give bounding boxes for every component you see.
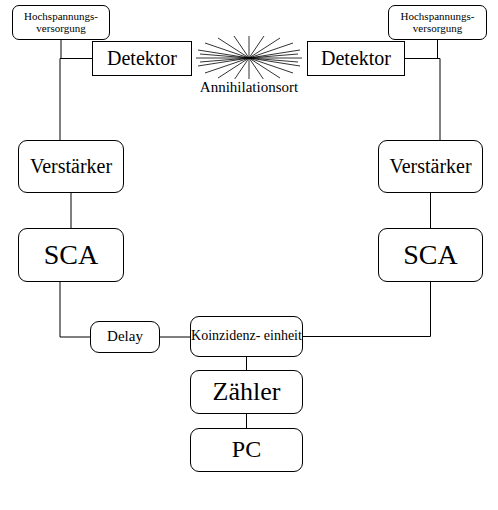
signal-wire (246, 414, 247, 428)
signal-wire (60, 59, 92, 141)
signal-wire (405, 40, 438, 59)
signal-wire (246, 357, 247, 370)
node-text: SCA (403, 240, 457, 269)
node-text: PC (232, 437, 261, 462)
delay-box: Delay (90, 321, 160, 353)
signal-wire (160, 337, 190, 338)
node-text: Detektor (107, 48, 177, 69)
signal-wire (60, 282, 90, 337)
pc-box: PC (190, 428, 303, 472)
coincidence-box: Koinzidenz- einheit (190, 316, 303, 357)
power-supply-box: Hochspannungs- versorgung (12, 5, 110, 40)
detector-box: Detektor (92, 41, 192, 76)
signal-wire (71, 193, 72, 228)
sca-box: SCA (378, 228, 483, 282)
sca-box: SCA (18, 228, 124, 282)
node-text: Hochspannungs- versorgung (13, 11, 109, 34)
signal-wire (61, 40, 92, 59)
node-text: Koinzidenz- einheit (191, 329, 302, 344)
node-text: Delay (107, 329, 143, 345)
location-label: Annihilationsort (198, 79, 300, 96)
detector-box: Detektor (307, 41, 405, 76)
node-text: Detektor (321, 48, 391, 69)
power-supply-box: Hochspannungs- versorgung (388, 5, 487, 40)
node-text: Zähler (213, 378, 281, 405)
signal-wire (405, 59, 440, 141)
node-text: Hochspannungs- versorgung (389, 11, 486, 34)
amplifier-box: Verstärker (378, 140, 483, 193)
counter-box: Zähler (190, 370, 303, 414)
signal-wire (303, 282, 431, 337)
node-text: Verstärker (389, 156, 471, 177)
annihilation-burst (196, 36, 302, 80)
node-text: SCA (44, 240, 98, 269)
amplifier-box: Verstärker (18, 140, 124, 193)
signal-wire (430, 193, 431, 228)
node-text: Verstärker (30, 156, 112, 177)
